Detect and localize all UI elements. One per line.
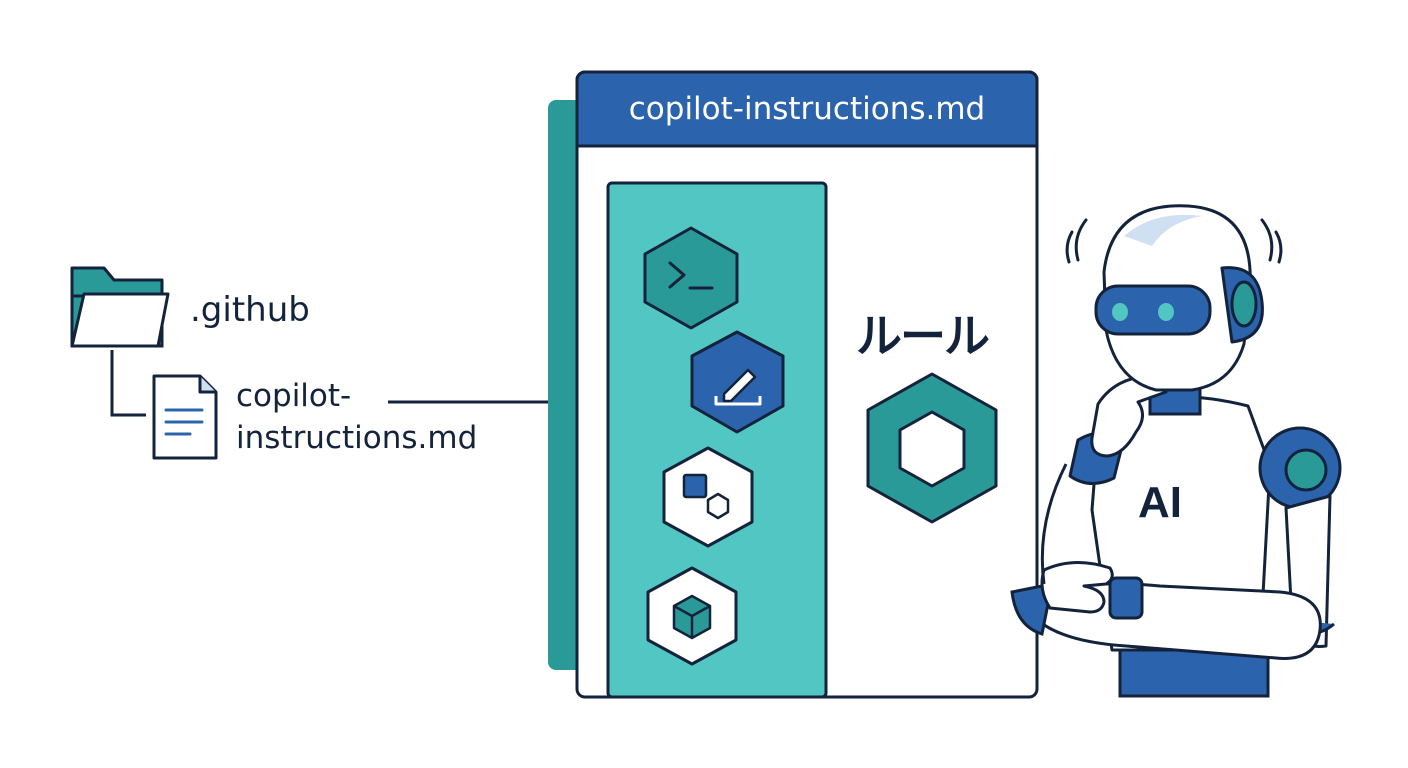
edit-icon bbox=[690, 330, 785, 434]
window-title: copilot-instructions.md bbox=[628, 91, 986, 127]
window-title-bar bbox=[575, 70, 1039, 148]
file-name-line2: instructions.md bbox=[236, 420, 478, 456]
folder-icon bbox=[70, 266, 170, 348]
rule-label: ルール bbox=[856, 309, 990, 363]
editor-window bbox=[575, 70, 1039, 699]
rule-hexagon-icon bbox=[866, 372, 998, 524]
cube-icon bbox=[646, 566, 738, 666]
folder-name: .github bbox=[190, 290, 310, 330]
tree-connector bbox=[110, 350, 146, 417]
robot-chest-label: AI bbox=[1138, 478, 1182, 527]
shapes-icon bbox=[662, 446, 754, 548]
file-name-line1: copilot- bbox=[236, 378, 352, 414]
terminal-icon bbox=[643, 226, 739, 330]
document-icon bbox=[152, 374, 218, 460]
robot-illustration bbox=[1010, 204, 1342, 698]
